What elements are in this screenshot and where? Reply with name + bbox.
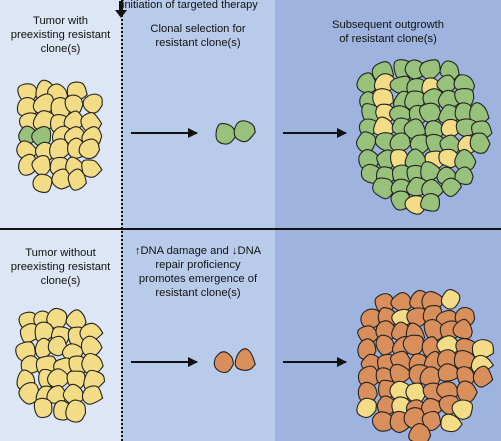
tumor-cell [453, 74, 476, 94]
tumor-cell [437, 363, 460, 382]
tumor-cell [81, 352, 104, 375]
label-line: resistant clone(s) [155, 37, 241, 49]
tumor-cell [33, 397, 53, 419]
tumor-cell [421, 410, 442, 432]
tumor-cell [456, 366, 475, 386]
label-line: preexisting resistant [10, 29, 111, 41]
tumor-cell [372, 177, 396, 200]
tumor-cell [389, 363, 413, 385]
tumor-cell [436, 74, 457, 94]
tumor-row2-left [15, 307, 106, 423]
tumor-cell [402, 334, 424, 356]
tumor-cell [78, 138, 101, 160]
row1-middle-label: Clonal selection for resistant clone(s) [121, 22, 275, 50]
tumor-row1-right [355, 59, 493, 215]
tumor-row2-right [356, 289, 495, 441]
tumor-cell [451, 399, 473, 420]
label-line: promotes emergence of [138, 273, 258, 285]
row2-left-label: Tumor without preexisting resistant clon… [0, 246, 121, 288]
label-line: repair proficiency [155, 259, 241, 271]
tumor-cell [357, 365, 381, 389]
tumor-cell [423, 319, 447, 342]
therapy-start-line [121, 0, 123, 441]
tumor-cell [452, 318, 473, 340]
label-line: clone(s) [40, 275, 81, 287]
tumor-cell [64, 94, 84, 115]
tumor-cell [213, 351, 234, 374]
tumor-cell [441, 177, 463, 198]
tumor-cell [63, 110, 87, 130]
tumor-cell [454, 148, 477, 172]
tumor-cell [356, 397, 377, 418]
tumor-cell [81, 385, 104, 405]
row1-left-label: Tumor with preexisting resistant clone(s… [0, 14, 121, 56]
tumor-cell [234, 348, 256, 371]
label-line: Tumor with [33, 15, 88, 27]
tumor-cell [46, 368, 71, 388]
tumor-cell [81, 159, 103, 178]
tumor-cell [80, 335, 103, 357]
tumor-cell [419, 59, 441, 80]
tumor-cell [405, 382, 426, 404]
label-line: clone(s) [40, 43, 81, 55]
tumor-cell [421, 178, 445, 199]
label-line: Clonal selection for [150, 23, 246, 35]
tumor-cell [82, 93, 103, 114]
tumor-cell [454, 166, 474, 185]
tumor-cell [375, 334, 397, 356]
clone-row2 [213, 348, 256, 374]
therapy-start-label: initiation of targeted therapy [122, 0, 258, 11]
tumor-cell [83, 369, 106, 391]
label-line: ↑DNA damage and ↓DNA [134, 245, 262, 257]
tumor-cell [31, 155, 51, 176]
row-divider [0, 228, 501, 230]
tumor-cell [454, 88, 475, 108]
tumor-row1-left [16, 79, 103, 193]
tumor-cell [418, 102, 442, 123]
tumor-cell [65, 399, 87, 423]
tumor-cell [215, 122, 237, 145]
label-line: Tumor without [25, 247, 96, 259]
label-line: preexisting resistant [10, 261, 111, 273]
tumor-cell [51, 168, 74, 190]
tumor-cell [357, 325, 380, 344]
tumor-cell [18, 153, 38, 176]
tumor-cell [371, 411, 394, 432]
tumor-cell [389, 132, 411, 152]
label-line: Subsequent outgrowth [332, 19, 444, 31]
tumor-cell [440, 289, 461, 310]
tumor-cell [356, 72, 379, 94]
label-line: of resistant clone(s) [339, 33, 437, 45]
tumor-cell [436, 335, 460, 356]
tumor-cell [32, 173, 53, 193]
tumor-cell [469, 132, 491, 154]
row1-right-label: Subsequent outgrowth of resistant clone(… [275, 18, 501, 46]
tumor-cell [374, 293, 395, 314]
row2-middle-label: ↑DNA damage and ↓DNA repair proficiency … [121, 244, 275, 300]
tumor-cell [456, 380, 478, 404]
clone-row1 [215, 120, 256, 145]
tumor-cell [471, 339, 494, 359]
tumor-cell [440, 413, 463, 433]
tumor-cell [233, 120, 256, 143]
tumor-cell [355, 131, 377, 154]
tumor-cell [34, 321, 55, 343]
tumor-cell [472, 365, 494, 388]
tumor-cell [67, 168, 87, 191]
tumor-cell [390, 292, 413, 313]
tumor-cell [404, 195, 427, 215]
label-line: resistant clone(s) [155, 287, 241, 299]
tumor-cell [49, 138, 71, 161]
tumor-cell [420, 192, 440, 212]
